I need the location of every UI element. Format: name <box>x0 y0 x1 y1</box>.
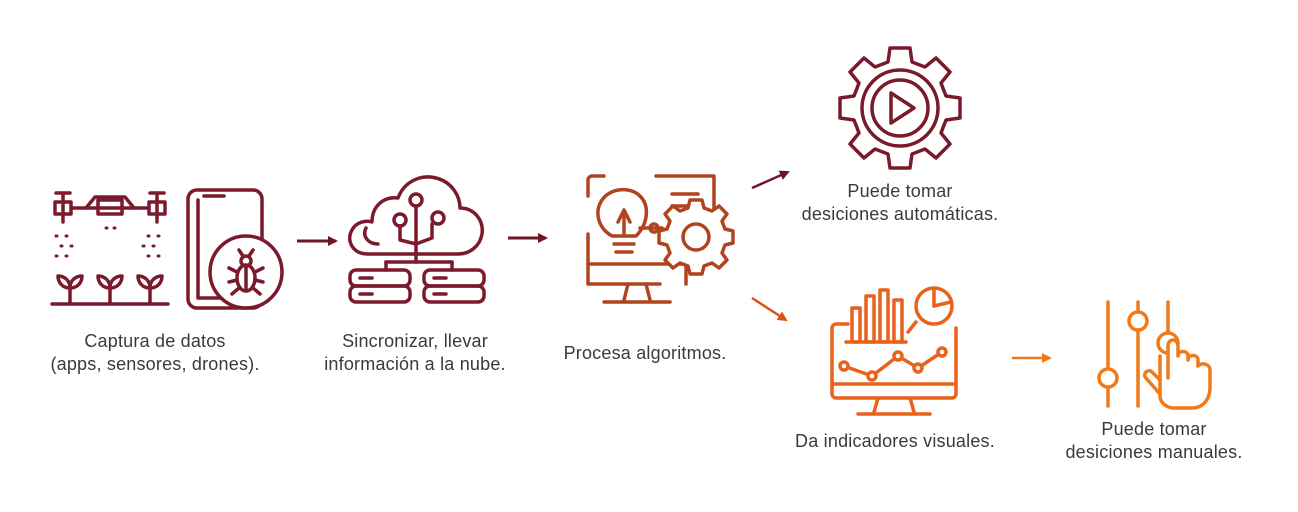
arrow-process-to-visual <box>751 296 788 322</box>
manual-label-line1: Puede tomar <box>1101 419 1207 439</box>
capture-label-line2: (apps, sensores, drones). <box>50 354 260 374</box>
sync-label: Sincronizar, llevar información a la nub… <box>300 330 530 376</box>
arrow-process-to-auto <box>751 170 790 190</box>
visual-label-line1: Da indicadores visuales. <box>795 431 995 451</box>
idea-gear-monitor-icon <box>586 174 735 304</box>
manual-label: Puede tomar desiciones manuales. <box>1034 418 1274 464</box>
process-label: Procesa algoritmos. <box>540 342 750 365</box>
sliders-hand-icon <box>1097 300 1212 410</box>
auto-label-line2: desiciones automáticas. <box>801 204 999 224</box>
auto-label-line1: Puede tomar <box>847 181 953 201</box>
auto-label: Puede tomar desiciones automáticas. <box>770 180 1030 226</box>
cloud-server-icon <box>347 175 486 304</box>
dashboard-monitor-icon <box>830 286 958 416</box>
sync-label-line2: información a la nube. <box>324 354 506 374</box>
sync-label-line1: Sincronizar, llevar <box>342 331 488 351</box>
drone-crop-sensor-phone-icon <box>50 188 284 310</box>
process-label-line1: Procesa algoritmos. <box>563 343 727 363</box>
capture-label: Captura de datos (apps, sensores, drones… <box>20 330 290 376</box>
gear-play-icon <box>838 46 962 170</box>
capture-label-line1: Captura de datos <box>84 331 226 351</box>
manual-label-line2: desiciones manuales. <box>1065 442 1243 462</box>
visual-label: Da indicadores visuales. <box>770 430 1020 453</box>
